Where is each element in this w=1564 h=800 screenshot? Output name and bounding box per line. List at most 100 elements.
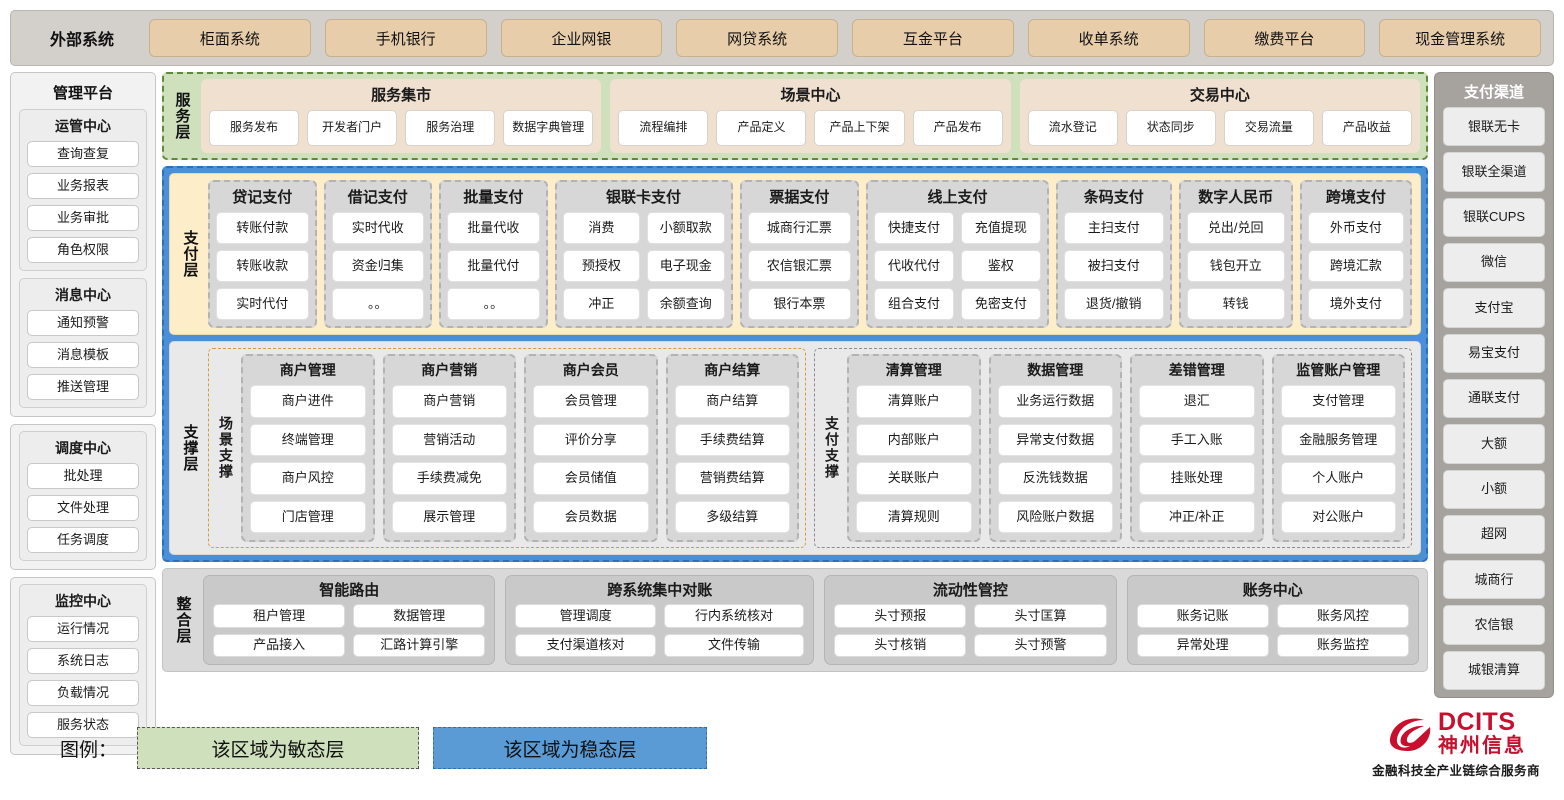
payment-channel-item[interactable]: 城银清算 — [1443, 650, 1545, 691]
integration-feature-item[interactable]: 汇路计算引擎 — [353, 633, 486, 657]
service-feature-item[interactable]: 流水登记 — [1027, 110, 1118, 146]
support-feature-item[interactable]: 商户进件 — [250, 385, 366, 418]
payment-channel-item[interactable]: 银联无卡 — [1443, 107, 1545, 147]
payment-feature-item[interactable]: 。。 — [447, 288, 540, 320]
support-feature-item[interactable]: 个人账户 — [1280, 462, 1396, 495]
support-feature-item[interactable]: 对公账户 — [1280, 500, 1396, 533]
support-feature-item[interactable]: 会员储值 — [533, 462, 649, 495]
management-menu-item[interactable]: 运行情况 — [27, 616, 139, 642]
support-feature-item[interactable]: 手续费减免 — [391, 462, 507, 495]
support-feature-item[interactable]: 营销费结算 — [674, 462, 790, 495]
integration-feature-item[interactable]: 支付渠道核对 — [515, 633, 656, 657]
payment-feature-item[interactable]: 资金归集 — [331, 250, 425, 282]
payment-feature-item[interactable]: 外币支付 — [1307, 212, 1404, 244]
support-feature-item[interactable]: 商户风控 — [250, 462, 366, 495]
service-feature-item[interactable]: 开发者门户 — [307, 110, 398, 146]
external-system-item[interactable]: 企业网银 — [500, 19, 663, 57]
service-feature-item[interactable]: 产品定义 — [716, 110, 807, 146]
support-feature-item[interactable]: 关联账户 — [856, 462, 972, 495]
management-menu-item[interactable]: 任务调度 — [27, 527, 139, 553]
integration-feature-item[interactable]: 头寸预警 — [974, 633, 1107, 657]
support-feature-item[interactable]: 清算账户 — [856, 385, 972, 418]
payment-feature-item[interactable]: 代收代付 — [874, 250, 954, 282]
payment-feature-item[interactable]: 农信银汇票 — [747, 250, 852, 282]
service-feature-item[interactable]: 产品收益 — [1321, 110, 1412, 146]
support-feature-item[interactable]: 内部账户 — [856, 423, 972, 456]
support-feature-item[interactable]: 清算规则 — [856, 500, 972, 533]
management-menu-item[interactable]: 业务审批 — [27, 205, 139, 231]
external-system-item[interactable]: 现金管理系统 — [1379, 19, 1541, 57]
service-feature-item[interactable]: 交易流量 — [1223, 110, 1314, 146]
integration-feature-item[interactable]: 头寸预报 — [834, 604, 967, 628]
management-menu-item[interactable]: 系统日志 — [27, 648, 139, 674]
support-feature-item[interactable]: 多级结算 — [674, 500, 790, 533]
payment-channel-item[interactable]: 农信银 — [1443, 605, 1545, 645]
payment-feature-item[interactable]: 主扫支付 — [1063, 212, 1164, 244]
support-feature-item[interactable]: 评价分享 — [533, 423, 649, 456]
payment-feature-item[interactable]: 快捷支付 — [874, 212, 954, 244]
integration-feature-item[interactable]: 数据管理 — [353, 604, 486, 628]
payment-channel-item[interactable]: 易宝支付 — [1443, 333, 1545, 373]
payment-feature-item[interactable]: 组合支付 — [874, 288, 954, 320]
integration-feature-item[interactable]: 异常处理 — [1136, 633, 1269, 657]
payment-feature-item[interactable]: 跨境汇款 — [1307, 250, 1404, 282]
support-feature-item[interactable]: 商户结算 — [674, 385, 790, 418]
management-menu-item[interactable]: 消息模板 — [27, 342, 139, 368]
payment-feature-item[interactable]: 余额查询 — [647, 288, 725, 320]
support-feature-item[interactable]: 异常支付数据 — [997, 423, 1113, 456]
external-system-item[interactable]: 柜面系统 — [149, 19, 311, 57]
payment-channel-item[interactable]: 微信 — [1443, 242, 1545, 283]
external-system-item[interactable]: 缴费平台 — [1203, 19, 1366, 57]
support-feature-item[interactable]: 商户营销 — [391, 385, 507, 418]
payment-feature-item[interactable]: 批量代付 — [447, 250, 540, 282]
payment-feature-item[interactable]: 境外支付 — [1307, 288, 1404, 320]
external-system-item[interactable]: 网贷系统 — [676, 19, 838, 57]
payment-feature-item[interactable]: 免密支付 — [960, 288, 1041, 320]
service-feature-item[interactable]: 流程编排 — [618, 110, 709, 146]
payment-feature-item[interactable]: 小额取款 — [647, 212, 725, 244]
payment-feature-item[interactable]: 钱包开立 — [1186, 250, 1285, 282]
integration-feature-item[interactable]: 产品接入 — [213, 633, 346, 657]
support-feature-item[interactable]: 终端管理 — [250, 423, 366, 456]
management-menu-item[interactable]: 服务状态 — [27, 712, 139, 738]
support-feature-item[interactable]: 手续费结算 — [674, 423, 790, 456]
payment-feature-item[interactable]: 转账付款 — [216, 212, 309, 244]
payment-channel-item[interactable]: 小额 — [1443, 469, 1545, 509]
service-feature-item[interactable]: 数据字典管理 — [503, 110, 594, 146]
support-feature-item[interactable]: 会员数据 — [533, 500, 649, 533]
payment-feature-item[interactable]: 转账收款 — [216, 250, 309, 282]
service-feature-item[interactable]: 产品发布 — [912, 110, 1003, 146]
external-system-item[interactable]: 手机银行 — [324, 19, 487, 57]
management-menu-item[interactable]: 文件处理 — [27, 495, 139, 521]
support-feature-item[interactable]: 风险账户数据 — [997, 500, 1113, 533]
integration-feature-item[interactable]: 头寸核销 — [834, 633, 967, 657]
payment-channel-item[interactable]: 大额 — [1443, 424, 1545, 464]
payment-channel-item[interactable]: 城商行 — [1443, 560, 1545, 600]
support-feature-item[interactable]: 反洗钱数据 — [997, 462, 1113, 495]
payment-feature-item[interactable]: 充值提现 — [960, 212, 1041, 244]
payment-feature-item[interactable]: 。。 — [331, 288, 425, 320]
service-feature-item[interactable]: 产品上下架 — [814, 110, 905, 146]
external-system-item[interactable]: 互金平台 — [852, 19, 1014, 57]
payment-feature-item[interactable]: 退货/撤销 — [1063, 288, 1164, 320]
integration-feature-item[interactable]: 账务记账 — [1136, 604, 1269, 628]
payment-channel-item[interactable]: 超网 — [1443, 514, 1545, 555]
management-menu-item[interactable]: 推送管理 — [27, 374, 139, 400]
service-feature-item[interactable]: 服务治理 — [405, 110, 496, 146]
integration-feature-item[interactable]: 头寸匡算 — [974, 604, 1107, 628]
service-feature-item[interactable]: 服务发布 — [209, 110, 300, 146]
management-menu-item[interactable]: 角色权限 — [27, 237, 139, 263]
support-feature-item[interactable]: 展示管理 — [391, 500, 507, 533]
payment-channel-item[interactable]: 支付宝 — [1443, 288, 1545, 328]
integration-feature-item[interactable]: 租户管理 — [213, 604, 346, 628]
integration-feature-item[interactable]: 文件传输 — [663, 633, 805, 657]
management-menu-item[interactable]: 通知预警 — [27, 310, 139, 336]
support-feature-item[interactable]: 支付管理 — [1280, 385, 1396, 418]
integration-feature-item[interactable]: 行内系统核对 — [663, 604, 805, 628]
payment-feature-item[interactable]: 银行本票 — [747, 288, 852, 320]
payment-channel-item[interactable]: 银联CUPS — [1443, 197, 1545, 237]
payment-feature-item[interactable]: 被扫支付 — [1063, 250, 1164, 282]
support-feature-item[interactable]: 手工入账 — [1139, 423, 1255, 456]
external-system-item[interactable]: 收单系统 — [1027, 19, 1190, 57]
support-feature-item[interactable]: 退汇 — [1139, 385, 1255, 418]
